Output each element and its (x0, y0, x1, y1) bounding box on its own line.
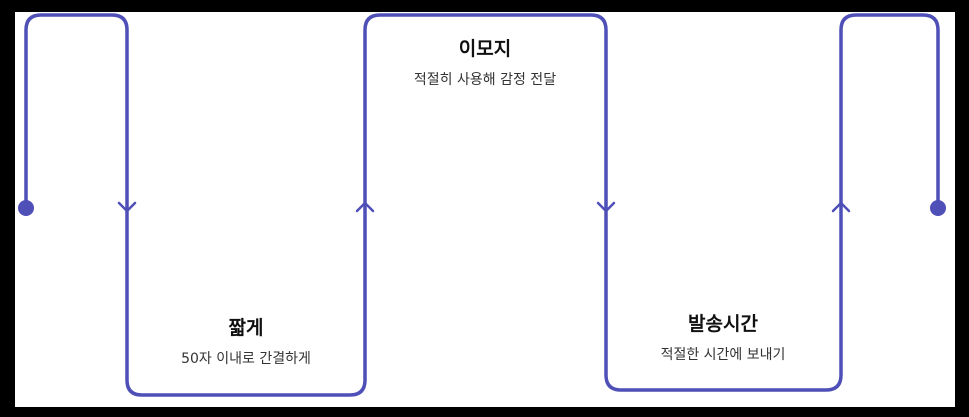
start-dot (18, 200, 34, 216)
step-title: 짧게 (228, 317, 264, 339)
arrow-down-icon (117, 201, 137, 213)
step-title: 발송시간 (688, 313, 758, 335)
end-dot (930, 200, 946, 216)
arrow-down-icon (596, 201, 616, 213)
step-title: 이모지 (458, 38, 512, 60)
arrow-up-icon (355, 201, 375, 213)
diagram-canvas (15, 12, 955, 407)
step-send-time: 발송시간 적절한 시간에 보내기 (661, 312, 786, 364)
step-desc: 적절한 시간에 보내기 (660, 347, 786, 363)
step-short: 짧게 50자 이내로 간결하게 (181, 316, 311, 368)
step-desc: 50자 이내로 간결하게 (181, 351, 311, 367)
flow-path (24, 13, 940, 397)
step-desc: 적절히 사용해 감정 전달 (413, 72, 557, 88)
step-emoji: 이모지 적절히 사용해 감정 전달 (414, 37, 556, 89)
arrow-up-icon (831, 201, 851, 213)
